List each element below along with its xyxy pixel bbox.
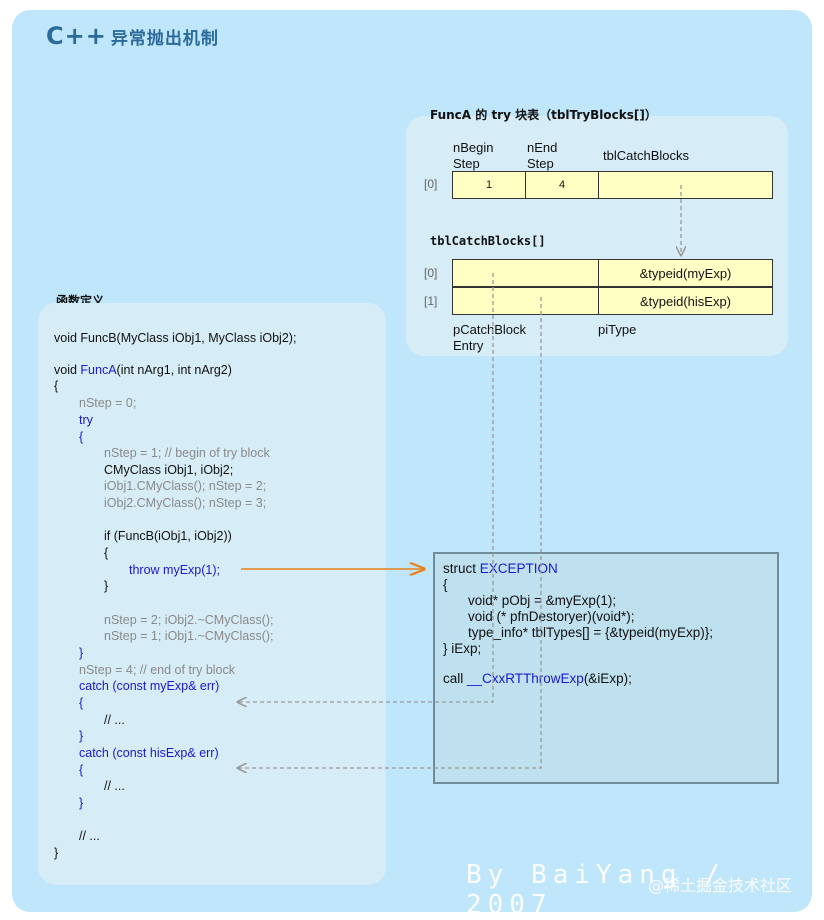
code-line: } [79,796,84,810]
try-row-index: [0] [424,177,438,191]
code-line: // ... [79,829,100,843]
code-line: CMyClass iObj1, iObj2; [104,463,234,477]
cell-tblcatchblocks-ptr [598,171,773,199]
code-line: // ... [104,713,125,727]
code-line-catch-hisexp: catch (const hisExp& err) [79,746,219,760]
code-line-funca-sig: void FuncA(int nArg1, int nArg2) [54,363,232,377]
ex-line: } iExp; [443,641,482,656]
ex-line-struct: struct EXCEPTION [443,561,558,576]
ex-line: { [443,577,448,592]
cell-catch-entry-0 [452,259,599,287]
cell-nbeginstep: 1 [452,171,526,199]
author-watermark: By BaiYang / 2007 [466,860,726,920]
ex-line: type_info* tblTypes[] = {&typeid(myExp)}… [468,625,714,640]
tables-panel [406,116,788,356]
code-line: { [79,763,84,777]
site-watermark: @稀土掘金技术社区 [648,876,793,895]
arrow-catch-entry-1 [238,297,542,768]
code-line: { [104,546,109,560]
code-line-funcb-decl: void FuncB(MyClass iObj1, MyClass iObj2)… [54,331,297,345]
code-line: } [104,579,109,593]
code-line-try: try [79,413,93,427]
arrow-catch-entry-0 [238,273,494,702]
col-pitype-label: piType [598,322,637,337]
code-line: { [54,379,59,393]
code-line: nStep = 2; iObj2.~CMyClass(); [104,613,274,627]
code-line: { [79,696,84,710]
code-line: iObj2.CMyClass(); nStep = 3; [104,496,267,510]
code-line: } [79,646,84,660]
try-table-heading: FuncA 的 try 块表（tblTryBlocks[]） [430,108,657,122]
exception-struct-box [433,552,779,784]
code-line: nStep = 4; // end of try block [79,663,235,677]
func-def-panel [38,303,386,885]
title-cn: 异常抛出机制 [110,29,219,49]
code-line: // ... [104,779,125,793]
ex-line: void* pObj = &myExp(1); [468,593,617,608]
catch-table-heading: tblCatchBlocks[] [430,234,546,248]
code-line: { [79,430,84,444]
col-tblcatchblocks-label: tblCatchBlocks [603,148,689,163]
code-line: if (FuncB(iObj1, iObj2)) [104,529,232,543]
cell-catch-type-1: &typeid(hisExp) [598,287,773,315]
code-line-throw: throw myExp(1); [129,563,220,577]
catch-row-index-1: [1] [424,294,438,308]
diagram-title: C++异常抛出机制 [46,22,219,50]
code-line: nStep = 1; // begin of try block [104,446,270,460]
code-line: } [79,729,84,743]
code-line: nStep = 0; [79,396,137,410]
title-main: C++ [46,22,107,50]
code-line: nStep = 1; iObj1.~CMyClass(); [104,629,274,643]
code-line-catch-myexp: catch (const myExp& err) [79,679,220,693]
cell-catch-type-0: &typeid(myExp) [598,259,773,287]
code-line: } [54,846,59,860]
ex-line-call: call __CxxRTThrowExp(&iExp); [443,671,632,686]
cell-catch-entry-1 [452,287,599,315]
code-line: iObj1.CMyClass(); nStep = 2; [104,479,267,493]
catch-row-index-0: [0] [424,266,438,280]
